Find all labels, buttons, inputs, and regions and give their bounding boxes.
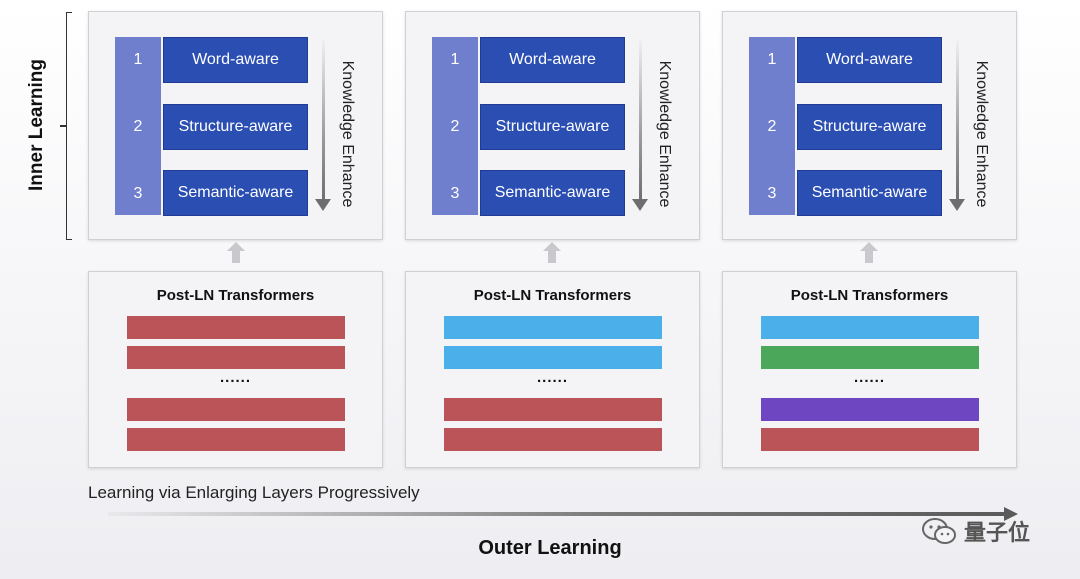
transformer-title: Post-LN Transformers (156, 287, 315, 304)
ellipsis: ...... (853, 369, 885, 386)
layer-1 (127, 316, 345, 339)
number-1: 1 (450, 51, 460, 68)
knowledge-enhance-arrow-head (315, 199, 331, 211)
layer-2 (127, 346, 345, 369)
layer-4 (761, 428, 979, 451)
knowledge-enhance-arrow (322, 40, 325, 202)
word-aware-module: Word-aware (797, 37, 942, 83)
word-aware-module: Word-aware (480, 37, 625, 83)
ellipsis: ...... (219, 369, 251, 386)
layer-3 (444, 398, 662, 421)
knowledge-panel-3: 1 2 3 Word-aware Structure-aware Semanti… (722, 11, 1017, 240)
knowledge-panel-1: 1 2 3 Word-aware Structure-aware Semanti… (88, 11, 383, 240)
knowledge-enhance-arrow (956, 40, 959, 202)
transformer-title: Post-LN Transformers (473, 287, 632, 304)
knowledge-panel-2: 1 2 3 Word-aware Structure-aware Semanti… (405, 11, 700, 240)
layer-3 (127, 398, 345, 421)
outer-learning-label: Outer Learning (478, 537, 622, 559)
transformer-panel-3: Post-LN Transformers ...... (722, 271, 1017, 468)
transformer-panel-2: Post-LN Transformers ...... (405, 271, 700, 468)
structure-aware-module: Structure-aware (797, 104, 942, 150)
layer-2 (761, 346, 979, 369)
outer-learning-arrow-head (1004, 507, 1018, 521)
number-2: 2 (767, 118, 777, 135)
knowledge-enhance-arrow-head (949, 199, 965, 211)
layer-1 (444, 316, 662, 339)
number-bar: 1 2 3 (432, 37, 478, 215)
progressive-caption: Learning via Enlarging Layers Progressiv… (88, 483, 420, 502)
layer-4 (127, 428, 345, 451)
layer-2 (444, 346, 662, 369)
layer-1 (761, 316, 979, 339)
ellipsis: ...... (536, 369, 568, 386)
knowledge-enhance-arrow-head (632, 199, 648, 211)
number-bar: 1 2 3 (115, 37, 161, 215)
structure-aware-module: Structure-aware (480, 104, 625, 150)
number-2: 2 (133, 118, 143, 135)
semantic-aware-module: Semantic-aware (480, 170, 625, 216)
wechat-logo-icon (922, 518, 956, 544)
layer-3 (761, 398, 979, 421)
number-3: 3 (767, 185, 777, 202)
number-1: 1 (133, 51, 143, 68)
inner-learning-text: Inner Learning (26, 59, 47, 191)
outer-learning-arrow (108, 512, 1008, 516)
word-aware-module: Word-aware (163, 37, 308, 83)
structure-aware-module: Structure-aware (163, 104, 308, 150)
watermark-text: 量子位 (964, 520, 1031, 545)
semantic-aware-module: Semantic-aware (163, 170, 308, 216)
transformer-title: Post-LN Transformers (790, 287, 949, 304)
layer-4 (444, 428, 662, 451)
number-1: 1 (767, 51, 777, 68)
number-bar: 1 2 3 (749, 37, 795, 215)
watermark: 量子位 (920, 514, 1030, 548)
semantic-aware-module: Semantic-aware (797, 170, 942, 216)
inner-learning-bracket-tick (60, 125, 67, 127)
number-3: 3 (450, 185, 460, 202)
number-2: 2 (450, 118, 460, 135)
transformer-panel-1: Post-LN Transformers ...... (88, 271, 383, 468)
number-3: 3 (133, 185, 143, 202)
knowledge-enhance-arrow (639, 40, 642, 202)
